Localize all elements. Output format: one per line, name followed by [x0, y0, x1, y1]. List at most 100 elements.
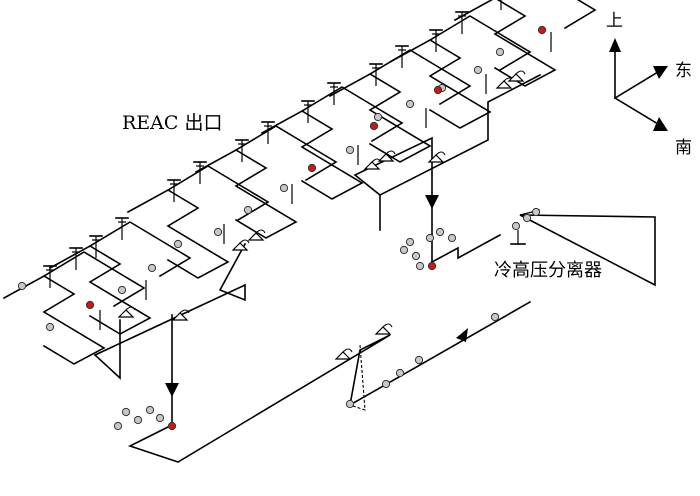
instrument-node-gray: [147, 263, 157, 273]
instrument-node-gray: [133, 415, 143, 425]
instrument-node-gray: [155, 413, 165, 423]
valve-dome-icon: [342, 348, 353, 353]
valve-icon: [427, 154, 445, 163]
instrument-node-red: [167, 421, 177, 431]
instrument-node-gray: [531, 207, 541, 217]
instrument-node-gray: [213, 227, 223, 237]
valve-dome-icon: [382, 323, 393, 328]
instrument-node-gray: [522, 213, 532, 223]
instrument-node-gray: [395, 368, 405, 378]
instrument-node-gray: [345, 399, 355, 409]
instrument-node-gray: [145, 405, 155, 415]
instrument-node-red: [433, 85, 443, 95]
separator-vessel: [519, 214, 656, 287]
instrument-nodes: [17, 25, 547, 431]
compass-south-label: 南: [675, 138, 692, 158]
flow-arrow-down-upper: [425, 195, 439, 209]
instrument-node-gray: [415, 261, 425, 271]
outlet-loop-upper-pipe: [368, 49, 472, 106]
valve-icon: [171, 312, 189, 321]
valve-icon: [377, 153, 395, 162]
header-valves: [117, 70, 526, 360]
outlet-loop-pipe: [260, 110, 364, 200]
valve-dome-icon: [435, 151, 446, 156]
valve-dome-icon: [125, 306, 136, 311]
compass-east-label: 东: [675, 61, 692, 81]
valve-icon: [247, 232, 265, 241]
outlet-loop-1: [2, 247, 146, 365]
lower-header-pipe: [93, 242, 247, 357]
reac-outlet-pipe-loops: [2, 0, 597, 365]
valve-icon: [374, 326, 392, 335]
instrument-node-red: [85, 300, 95, 310]
instrument-node-gray: [45, 322, 55, 332]
instrument-node-gray: [381, 379, 391, 389]
outlet-loop-pipe: [194, 149, 298, 239]
instrument-node-gray: [121, 407, 131, 417]
instrument-node-red: [307, 163, 317, 173]
outlet-loop-8: [453, 0, 597, 87]
instrument-node-gray: [117, 285, 127, 295]
valve-icon: [495, 80, 513, 89]
instrument-node-gray: [373, 112, 383, 122]
instrument-node-red: [427, 261, 437, 271]
outlet-loop-upper-pipe: [42, 251, 146, 308]
outlet-loop-6: [328, 45, 472, 163]
outlet-loop-upper-pipe: [300, 86, 404, 143]
instrument-node-gray: [490, 312, 500, 322]
flow-arrow-to-separator: [456, 328, 468, 342]
instrument-node-gray: [405, 237, 415, 247]
compass-south-arrow-icon: [653, 117, 668, 131]
outlet-loop-upper-pipe: [166, 165, 270, 222]
valve-icon: [117, 309, 135, 318]
compass-up-arrow-icon: [609, 38, 621, 52]
flow-arrow-down-lower: [165, 383, 179, 397]
instrument-node-gray: [435, 227, 445, 237]
outlet-loop-upper-pipe: [563, 0, 597, 30]
separator-inlet-line: [430, 233, 502, 264]
main-transfer-line: [127, 300, 532, 463]
valve-icon: [334, 351, 352, 360]
lower-header-drop: [93, 319, 121, 380]
outlet-loop-3: [126, 161, 270, 279]
outlet-loop-pipe: [2, 275, 106, 365]
instrument-node-gray: [473, 65, 483, 75]
instrument-node-red: [369, 121, 379, 131]
outlet-loop-pipe: [388, 39, 492, 129]
valve-dome-icon: [179, 309, 190, 314]
instrument-node-gray: [405, 99, 415, 109]
instrument-node-red: [537, 25, 547, 35]
instrument-node-gray: [447, 233, 457, 243]
instrument-node-gray: [414, 355, 424, 365]
valve-dome-icon: [515, 70, 526, 75]
compass-east-arrow-icon: [653, 66, 668, 79]
outlet-loop-7: [388, 11, 532, 129]
orientation-compass: 上 东 南: [606, 11, 692, 158]
valve-dome-icon: [255, 229, 266, 234]
outlet-loop-upper-pipe: [88, 221, 192, 278]
instrument-node-gray: [399, 245, 409, 255]
instrument-node-gray: [243, 205, 253, 215]
bypass-dashed-line: [349, 344, 366, 411]
instrument-node-gray: [425, 233, 435, 243]
valve-dome-icon: [385, 150, 396, 155]
outlet-loop-upper-pipe: [428, 15, 532, 72]
instrument-node-gray: [279, 183, 289, 193]
instrument-node-gray: [17, 281, 27, 291]
outlet-loop-pipe: [453, 0, 557, 87]
separator-label: 冷高压分离器: [494, 260, 602, 281]
outlet-loop-5: [260, 82, 404, 200]
instrument-node-gray: [173, 239, 183, 249]
instrument-node-gray: [113, 421, 123, 431]
instrument-node-gray: [495, 47, 505, 57]
reac-outlet-label: REAC 出口: [122, 112, 222, 134]
instrument-node-gray: [411, 251, 421, 261]
outlet-loop-upper-pipe: [234, 125, 338, 182]
valve-icon: [231, 242, 249, 251]
valve-dome-icon: [239, 239, 250, 244]
compass-south-axis: [613, 96, 660, 126]
instrument-node-gray: [345, 145, 355, 155]
valve-icon: [363, 161, 381, 170]
valve-icon: [507, 73, 525, 82]
